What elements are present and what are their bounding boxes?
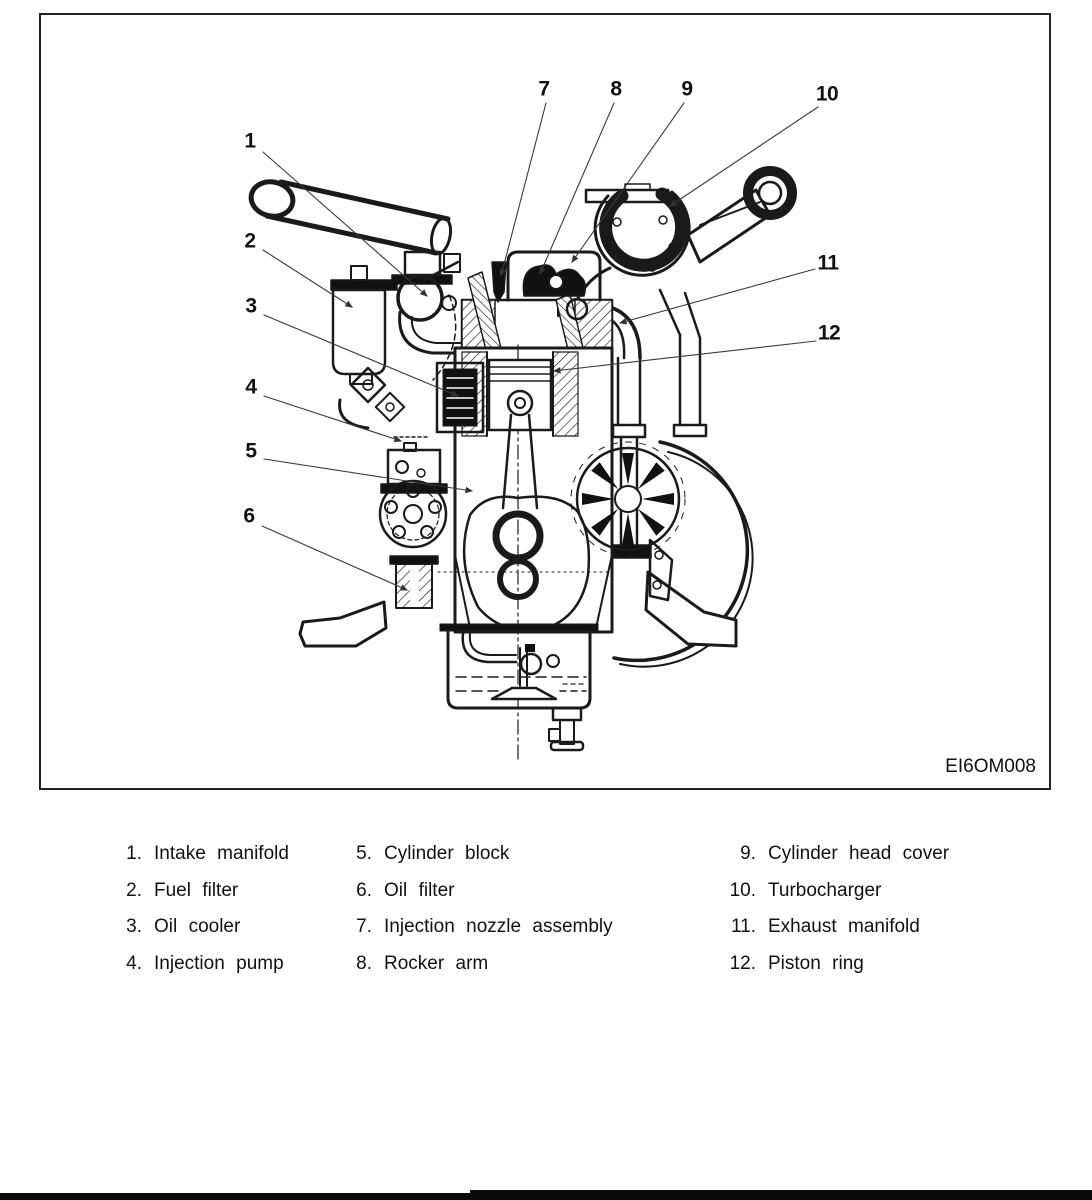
legend-column-3: 9. Cylinder head cover 10. Turbocharger … xyxy=(698,843,950,990)
turbocharger-drawing xyxy=(584,166,797,438)
legend-item-number: 12. xyxy=(729,952,756,974)
legend-column-2: 5. Cylinder block 6. Oil filter 7. Injec… xyxy=(328,843,613,989)
callout-12: 12 xyxy=(817,321,841,345)
legend-item: 8. Rocker arm xyxy=(328,953,613,990)
callout-3: 3 xyxy=(245,294,257,318)
legend-item-label: Injection nozzle assembly xyxy=(384,916,613,937)
intake-manifold-drawing xyxy=(248,179,464,381)
legend-item: 3. Oil cooler xyxy=(96,916,289,953)
injection-pump-drawing xyxy=(378,436,448,549)
legend-item-number: 6. xyxy=(356,879,372,901)
legend-item-label: Oil filter xyxy=(384,879,455,901)
legend-item-number: 2. xyxy=(126,879,142,901)
oil-cooler-drawing xyxy=(338,361,485,434)
legend-item-number: 3. xyxy=(126,916,142,937)
legend-item: 2. Fuel filter xyxy=(96,880,289,917)
legend-item-number: 7. xyxy=(356,916,372,937)
legend-item-label: Piston ring xyxy=(768,952,864,974)
legend-item-number: 5. xyxy=(356,843,372,864)
legend-item: 4. Injection pump xyxy=(96,953,289,990)
callout-11: 11 xyxy=(817,251,839,275)
legend-item-number: 4. xyxy=(126,952,142,974)
legend-item-number: 10. xyxy=(729,879,756,901)
callout-9: 9 xyxy=(681,77,693,101)
page-bottom-rule-thick xyxy=(470,1190,1092,1200)
legend-item-number: 11. xyxy=(730,916,756,937)
legend-item-label: Turbocharger xyxy=(768,879,882,901)
piston-and-crank-drawing xyxy=(462,358,591,632)
cylinder-head-drawing xyxy=(460,271,614,359)
callout-10: 10 xyxy=(815,82,839,106)
legend-item-number: 8. xyxy=(356,952,372,974)
legend-item: 11. Exhaust manifold xyxy=(698,916,949,953)
injection-nozzle-drawing xyxy=(491,261,507,303)
legend-item-number: 9. xyxy=(740,843,756,864)
callout-8: 8 xyxy=(610,77,622,101)
cylinder-head-cover-drawing xyxy=(506,250,602,302)
legend-item-label: Cylinder head cover xyxy=(768,843,950,864)
legend-item-label: Injection pump xyxy=(154,952,284,974)
legend-item: 1. Intake manifold xyxy=(96,843,289,880)
flywheel-fan-drawing xyxy=(570,440,754,668)
callout-1: 1 xyxy=(244,129,256,153)
callout-6: 6 xyxy=(243,504,255,528)
legend-item-label: Intake manifold xyxy=(154,843,289,864)
legend-item-label: Fuel filter xyxy=(154,879,239,901)
oil-filter-drawing xyxy=(389,555,439,609)
oil-pan-drawing xyxy=(439,623,599,710)
drain-plug-drawing xyxy=(548,706,585,752)
legend-column-1: 1. Intake manifold 2. Fuel filter 3. Oil… xyxy=(96,843,289,989)
legend-item: 12. Piston ring xyxy=(698,953,949,990)
legend-item-label: Rocker arm xyxy=(384,952,489,974)
callout-2: 2 xyxy=(244,229,256,253)
callout-5: 5 xyxy=(245,439,257,463)
legend-item-label: Oil cooler xyxy=(154,916,241,937)
callout-7: 7 xyxy=(538,77,550,101)
figure-code: EI6OM008 xyxy=(945,756,1036,777)
legend-item-label: Exhaust manifold xyxy=(768,916,920,937)
legend-item: 10. Turbocharger xyxy=(698,880,949,917)
legend-item: 7. Injection nozzle assembly xyxy=(328,916,613,953)
legend-item-number: 1. xyxy=(126,843,142,864)
legend-item: 9. Cylinder head cover xyxy=(698,843,949,880)
legend-item-label: Cylinder block xyxy=(384,843,510,864)
engine-mount-feet-drawing xyxy=(298,538,738,648)
callout-4: 4 xyxy=(245,375,257,399)
legend-item: 5. Cylinder block xyxy=(328,843,613,880)
callout-leader-lines xyxy=(261,102,819,591)
legend-item: 6. Oil filter xyxy=(328,880,613,917)
